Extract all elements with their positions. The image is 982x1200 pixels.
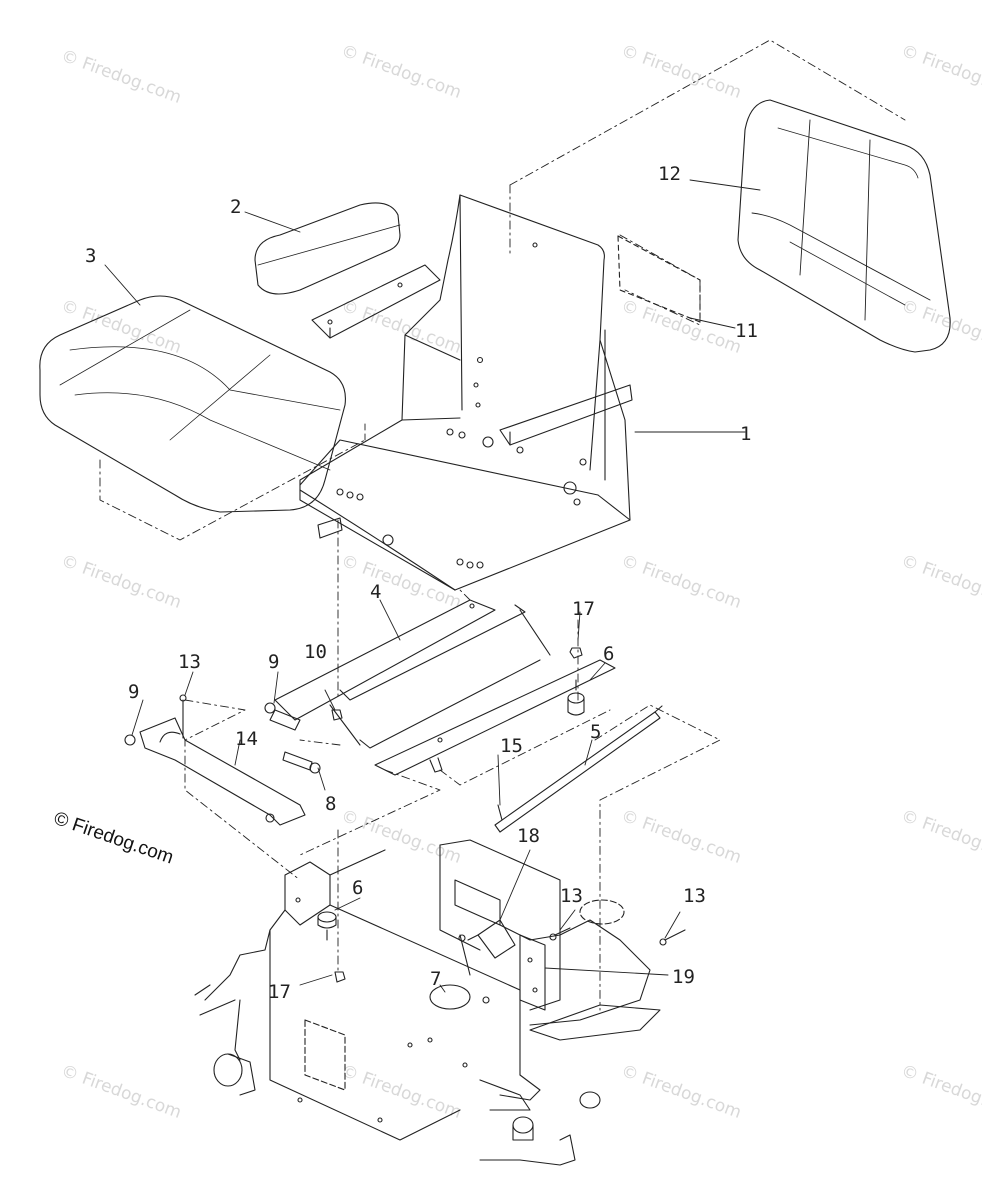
callout-13-right: 13 (683, 885, 706, 907)
callout-4: 4 (370, 581, 381, 603)
callout-18: 18 (517, 825, 540, 847)
back-cushion-part-12 (737, 99, 951, 353)
callout-1: 1 (740, 423, 751, 445)
callout-17-lower: 17 (268, 981, 291, 1003)
callout-labels: 1 2 3 4 5 6 6 7 8 9 9 10 11 12 13 13 13 … (85, 163, 758, 1003)
seat-frame-part-1 (299, 194, 633, 591)
watermark: © Firedog.com (898, 806, 982, 868)
callout-6-upper: 6 (603, 643, 614, 665)
watermark: © Firedog.com (618, 551, 744, 613)
watermark: © Firedog.com (338, 551, 464, 613)
callout-7: 7 (430, 968, 441, 990)
rod-part-5 (494, 705, 663, 833)
watermark: © Firedog.com (618, 296, 744, 358)
armrest-part-2 (254, 202, 441, 339)
plate-part-19 (519, 934, 546, 1011)
callout-2: 2 (230, 196, 241, 218)
watermark: © Firedog.com (58, 46, 184, 108)
spacer-pin (269, 709, 301, 731)
leader-lines (104, 179, 761, 993)
callout-10: 10 (304, 641, 327, 663)
base-frame (194, 839, 661, 1166)
callout-17-upper: 17 (572, 598, 595, 620)
watermark: © Firedog.com (898, 1061, 982, 1123)
watermark: © Firedog.com (898, 551, 982, 613)
callout-13-mid: 13 (560, 885, 583, 907)
watermark: © Firedog.com (338, 806, 464, 868)
nut-part-17 (569, 647, 583, 659)
callout-11: 11 (735, 320, 758, 342)
seat-cushion-part-3 (39, 295, 366, 541)
watermark: © Firedog.com (618, 1061, 744, 1123)
bolt-part-7 (458, 934, 490, 1004)
bracket-part-18 (467, 919, 516, 959)
callout-3: 3 (85, 245, 96, 267)
assembly-lines-upper (509, 39, 906, 326)
callout-8: 8 (325, 793, 336, 815)
nut-lower-part-17 (334, 971, 346, 983)
bolt-lower-part-13 (549, 927, 686, 946)
plate-part-11 (617, 235, 701, 323)
watermark: © Firedog.com (618, 41, 744, 103)
pin-part-15 (497, 804, 503, 821)
rubber-mount-lower-part-6 (317, 911, 337, 941)
nut-part-9 (124, 702, 276, 746)
callout-12: 12 (658, 163, 681, 185)
bolt-part-13 (179, 694, 187, 739)
callout-9-right: 9 (268, 651, 279, 673)
lever-part-14 (139, 717, 306, 826)
callout-6-lower: 6 (352, 877, 363, 899)
watermark: © Firedog.com (618, 806, 744, 868)
callout-19: 19 (672, 966, 695, 988)
watermark: © Firedog.com (338, 296, 464, 358)
watermark: © Firedog.com (898, 41, 982, 103)
callout-13-left: 13 (178, 651, 201, 673)
bolt-part-8 (282, 751, 321, 774)
callout-14: 14 (235, 728, 258, 750)
callout-5: 5 (590, 721, 601, 743)
bolt-part-10 (331, 709, 343, 721)
callout-9-left: 9 (128, 681, 139, 703)
callout-15: 15 (500, 735, 523, 757)
watermark: © Firedog.com (338, 41, 464, 103)
slide-rail-frame-part-4 (274, 599, 616, 776)
watermark: © Firedog.com (58, 1061, 184, 1123)
watermark: © Firedog.com (58, 551, 184, 613)
rubber-mount-part-6 (567, 679, 585, 716)
watermark: © Firedog.com (338, 1061, 464, 1123)
watermark: © Firedog.com (898, 296, 982, 358)
